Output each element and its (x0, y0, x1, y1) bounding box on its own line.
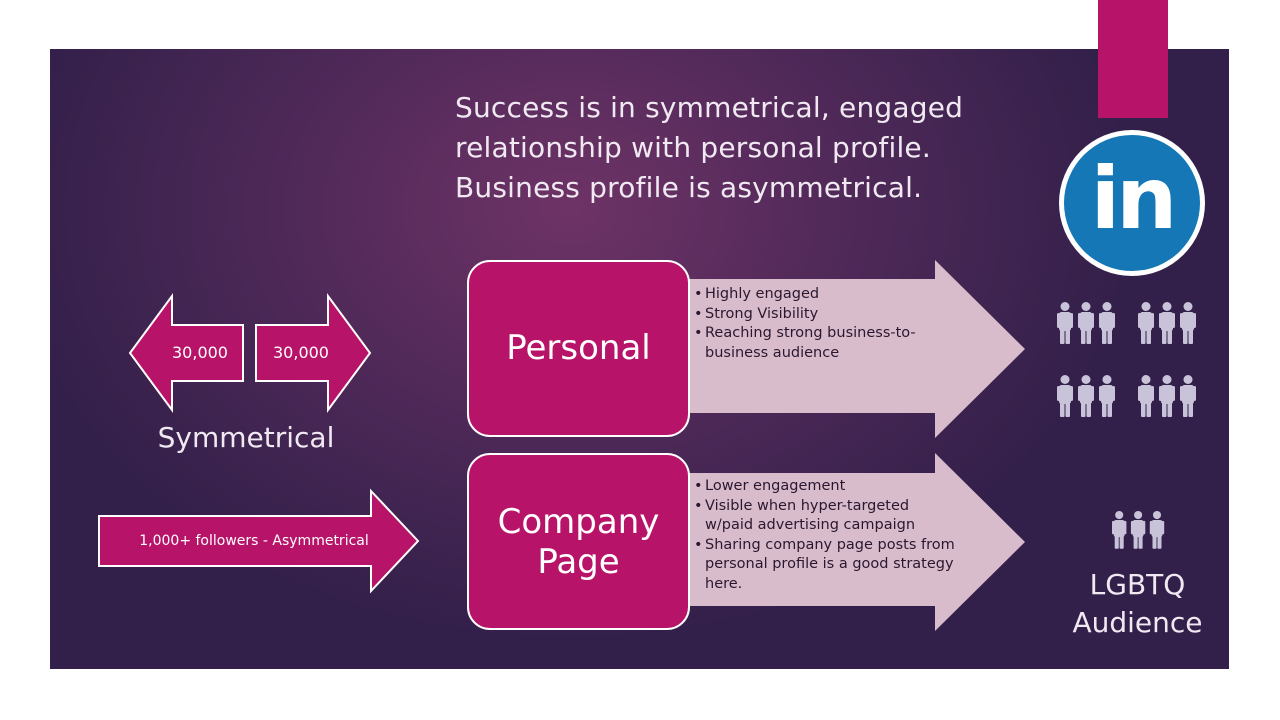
headline-line-2: relationship with personal profile. (455, 131, 931, 164)
right-arrow (255, 292, 372, 414)
company-box (467, 453, 690, 630)
personal-bullet: Highly engaged (692, 285, 947, 305)
personal-bullet: Strong Visibility (692, 305, 947, 325)
company-title-line-1: Company (497, 502, 660, 542)
linkedin-logo-text: in (1090, 149, 1178, 249)
left-arrow-value: 30,000 (172, 343, 228, 362)
right-arrow-value: 30,000 (273, 343, 329, 362)
company-bullet-list: Lower engagement Visible when hyper-targ… (692, 477, 960, 594)
company-bullet: Lower engagement (692, 477, 960, 497)
personal-bullet-list: Highly engaged Strong Visibility Reachin… (692, 285, 947, 363)
headline-line-1: Success is in symmetrical, engaged (455, 91, 964, 124)
company-title: Company Page (468, 502, 689, 582)
personal-box (467, 260, 690, 437)
people-group-icon (1057, 302, 1196, 417)
small-people-icon (1112, 511, 1164, 549)
personal-bullet: Reaching strong business-to-business aud… (692, 324, 947, 363)
linkedin-logo: in (1059, 130, 1205, 276)
personal-title: Personal (506, 328, 651, 368)
left-arrow (128, 292, 244, 414)
audience-line-1: LGBTQ (1089, 568, 1186, 601)
company-title-line-2: Page (537, 542, 620, 582)
asymmetrical-label: 1,000+ followers - Asymmetrical (139, 533, 369, 549)
symmetrical-caption: Symmetrical (157, 421, 335, 454)
audience-line-2: Audience (1072, 606, 1203, 639)
company-bullet: Visible when hyper-targeted w/paid adver… (692, 497, 960, 536)
headline-line-3: Business profile is asymmetrical. (455, 171, 923, 204)
asymmetrical-arrow (98, 488, 420, 594)
company-bullet: Sharing company page posts from personal… (692, 536, 960, 595)
audience-caption: LGBTQ Audience (1050, 566, 1225, 642)
accent-bar (1098, 0, 1168, 118)
linkedin-logo-circle: in (1064, 135, 1200, 271)
headline: Success is in symmetrical, engaged relat… (455, 88, 1055, 208)
